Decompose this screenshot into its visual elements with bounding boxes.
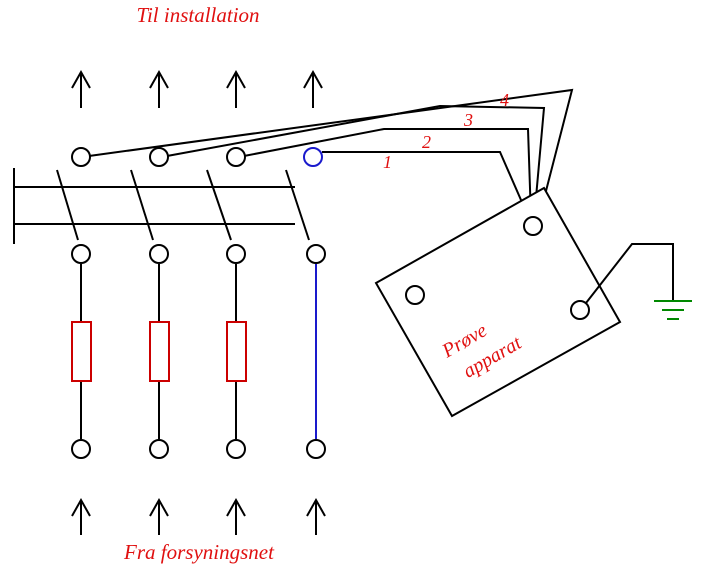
arrow-up-icon [149, 497, 169, 535]
test-device-body [374, 186, 622, 418]
lead-number-2: 2 [422, 132, 431, 152]
arrow-up-icon [303, 69, 323, 108]
fuse-l2 [149, 321, 170, 382]
ground-icon [654, 300, 692, 320]
switch-blade [56, 169, 79, 241]
phase-lines [80, 264, 237, 439]
lead-number-1: 1 [383, 152, 392, 172]
lower-terminal-l2 [149, 439, 169, 459]
device-lead-terminal [523, 216, 543, 236]
device-ground-terminal [570, 300, 590, 320]
top-label: Til installation [136, 3, 259, 27]
upper-terminal-l3 [226, 147, 246, 167]
bottom-arrows [71, 497, 326, 535]
lead-1 [322, 151, 529, 217]
test-leads [88, 88, 574, 223]
lead-2 [243, 128, 532, 219]
fuse-l3 [226, 321, 247, 382]
lower-terminal-l1 [71, 439, 91, 459]
ground-wire [585, 243, 674, 304]
arrow-up-icon [71, 69, 91, 108]
main-switch [13, 168, 310, 244]
upper-terminal-l1 [71, 147, 91, 167]
middle-terminal-l3 [226, 244, 246, 264]
arrow-up-icon [226, 69, 246, 108]
arrow-up-icon [306, 497, 326, 535]
lower-terminal-neutral [306, 439, 326, 459]
upper-terminal-l2 [149, 147, 169, 167]
arrow-up-icon [226, 497, 246, 535]
switch-blade [285, 169, 310, 241]
lead-number-4: 4 [500, 90, 509, 110]
arrow-up-icon [71, 497, 91, 535]
lead-3 [166, 104, 546, 221]
device-terminal [405, 285, 425, 305]
middle-terminal-l2 [149, 244, 169, 264]
lead-4 [88, 88, 574, 223]
top-arrows [71, 69, 323, 108]
switch-blade [206, 169, 232, 241]
middle-terminal-l1 [71, 244, 91, 264]
fuse-l1 [71, 321, 92, 382]
middle-terminal-neutral [306, 244, 326, 264]
lead-number-3: 3 [463, 110, 473, 130]
lower-terminal-l3 [226, 439, 246, 459]
bottom-label: Fra forsyningsnet [123, 540, 275, 564]
switch-blade [130, 169, 154, 241]
arrow-up-icon [149, 69, 169, 108]
upper-terminal-neutral [303, 147, 323, 167]
